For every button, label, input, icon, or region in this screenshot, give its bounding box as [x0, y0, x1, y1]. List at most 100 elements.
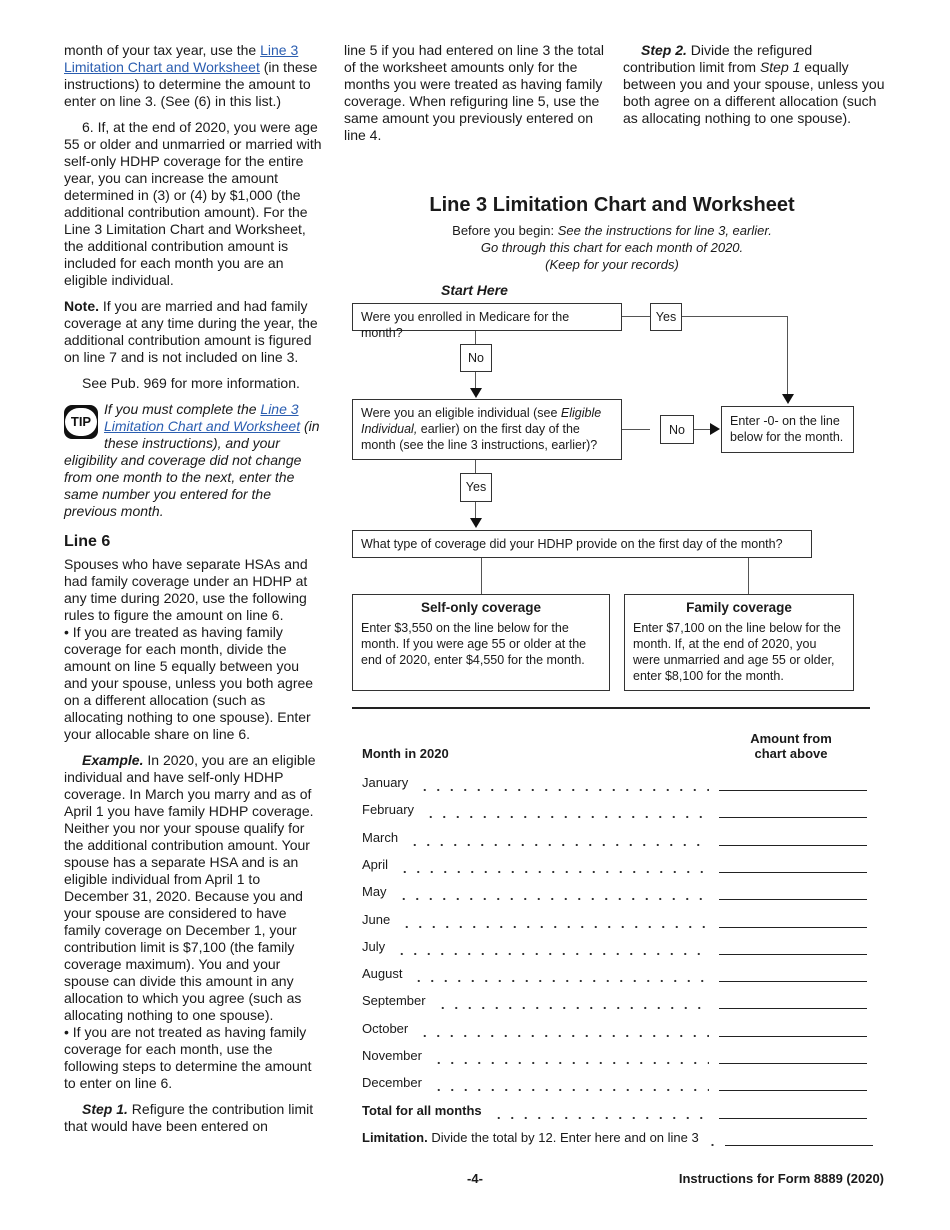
- paragraph: month of your tax year, use the Line 3 L…: [64, 42, 326, 110]
- medicare-question-box: Were you enrolled in Medicare for the mo…: [352, 303, 622, 340]
- dot-leader: [392, 884, 709, 901]
- tip-icon: TIP: [64, 405, 98, 439]
- month-amount-field[interactable]: [719, 829, 867, 846]
- dot-leader: [391, 938, 709, 955]
- limitation-amount-field[interactable]: [724, 1129, 873, 1146]
- text: In 2020, you are an eligible individual …: [64, 752, 316, 1023]
- no-label: No: [660, 415, 694, 444]
- month-amount-field[interactable]: [719, 911, 867, 928]
- middle-column-text: line 5 if you had entered on line 3 the …: [344, 42, 604, 143]
- page-number: -4-: [467, 1171, 483, 1186]
- month-row-april: April: [362, 856, 867, 873]
- text: Step 1: [759, 59, 801, 75]
- month-amount-field[interactable]: [719, 801, 867, 819]
- month-label: September: [362, 993, 426, 1009]
- text: See the instructions for line 3, earlier…: [557, 223, 772, 238]
- month-row-october: October: [362, 1020, 867, 1037]
- dot-leader: [396, 911, 709, 928]
- text: (Keep for your records): [545, 257, 679, 272]
- text: Divide the total by 12. Enter here and o…: [427, 1130, 699, 1145]
- connector: [481, 557, 482, 594]
- line3-worksheet-link[interactable]: Line 3 Limitation Chart and Worksheet: [64, 42, 299, 75]
- month-amount-field[interactable]: [719, 774, 867, 791]
- chart-title: Line 3 Limitation Chart and Worksheet: [429, 194, 795, 216]
- text: Amount from: [750, 731, 832, 746]
- family-box: Family coverage Enter $7,100 on the line…: [624, 594, 854, 691]
- text: month of your tax year, use the: [64, 42, 261, 58]
- text: (in these instructions), and your eligib…: [64, 418, 320, 519]
- start-here-label: Start Here: [441, 282, 508, 298]
- tip-text: If you must complete the Line 3 Limitati…: [64, 401, 326, 520]
- self-only-text: Enter $3,550 on the line below for the m…: [361, 621, 587, 667]
- month-label: April: [362, 856, 389, 872]
- month-row-march: March: [362, 829, 867, 846]
- dot-leader: [700, 1130, 715, 1146]
- limitation-text: Limitation. Divide the total by 12. Ente…: [362, 1130, 699, 1146]
- month-label: May: [362, 884, 387, 900]
- dot-leader: [404, 829, 709, 846]
- connector: [787, 316, 788, 396]
- line6-intro: Spouses who have separate HSAs and had f…: [64, 556, 308, 623]
- no-label: No: [460, 344, 492, 372]
- text: Eligible Individual,: [361, 406, 602, 436]
- form-footer: Instructions for Form 8889 (2020): [678, 1171, 884, 1186]
- left-column: month of your tax year, use the Line 3 L…: [64, 42, 326, 1144]
- text: chart above: [754, 746, 828, 761]
- self-only-title: Self-only coverage: [420, 600, 542, 615]
- month-label: January: [362, 775, 409, 790]
- example-label: Example.: [82, 752, 144, 768]
- text: Divide the refigured contribution limit …: [623, 42, 813, 75]
- month-amount-field[interactable]: [719, 883, 867, 901]
- text: Before you begin:: [452, 223, 558, 238]
- arrow-down-icon: [470, 518, 482, 528]
- month-amount-field[interactable]: [719, 938, 867, 955]
- bullet-not-family: • If you are not treated as having famil…: [64, 1024, 312, 1091]
- month-label: October: [362, 1020, 409, 1036]
- family-title: Family coverage: [686, 600, 792, 615]
- month-amount-field[interactable]: [719, 992, 867, 1010]
- tip-block: TIP If you must complete the Line 3 Limi…: [64, 401, 326, 520]
- dot-leader: [414, 775, 709, 791]
- month-amount-field[interactable]: [719, 965, 867, 983]
- chart-subtitle: Before you begin: See the instructions f…: [344, 222, 880, 273]
- paragraph-item-6: 6. If, at the end of 2020, you were age …: [64, 119, 322, 288]
- tip-worksheet-link[interactable]: Line 3 Limitation Chart and Worksheet: [104, 401, 301, 434]
- month-amount-field[interactable]: [719, 1047, 867, 1064]
- step2-paragraph: Step 2. Divide the refigured contributio…: [623, 42, 885, 127]
- dot-leader: [414, 1020, 709, 1037]
- arrow-down-icon: [782, 394, 794, 404]
- arrow-down-icon: [470, 388, 482, 398]
- family-text: Enter $7,100 on the line below for the m…: [633, 621, 841, 683]
- dot-leader: [487, 1103, 709, 1119]
- month-amount-field[interactable]: [719, 1020, 867, 1037]
- month-row-august: August: [362, 965, 867, 983]
- total-amount-field[interactable]: [719, 1102, 867, 1119]
- arrow-right-icon: [710, 423, 720, 435]
- month-label: November: [362, 1048, 422, 1063]
- step2-label: Step 2.: [641, 42, 687, 58]
- connector: [621, 429, 650, 430]
- dot-leader: [408, 966, 709, 983]
- step1-paragraph: Step 1. Refigure the contribution limit …: [64, 1101, 326, 1135]
- month-label: July: [362, 938, 386, 954]
- yes-label: Yes: [460, 473, 492, 502]
- month-row-november: November: [362, 1048, 867, 1064]
- eligible-question-box: Were you an eligible individual (see Eli…: [352, 399, 622, 460]
- month-label: February: [362, 802, 415, 818]
- limitation-row: Limitation. Divide the total by 12. Ente…: [362, 1130, 873, 1146]
- month-amount-field[interactable]: [719, 1074, 867, 1092]
- tip-icon-label: TIP: [65, 408, 97, 436]
- month-amount-field[interactable]: [719, 856, 867, 873]
- worksheet-rule: [352, 707, 870, 709]
- month-label: June: [362, 911, 391, 927]
- connector: [748, 557, 749, 594]
- connector: [682, 429, 712, 430]
- dot-leader: [420, 802, 709, 819]
- text: Go through this chart for each month of …: [480, 240, 744, 255]
- month-label: March: [362, 829, 399, 845]
- dot-leader: [431, 993, 709, 1010]
- text: If you must complete the: [104, 401, 261, 417]
- month-header: Month in 2020: [362, 746, 449, 761]
- month-row-december: December: [362, 1074, 867, 1092]
